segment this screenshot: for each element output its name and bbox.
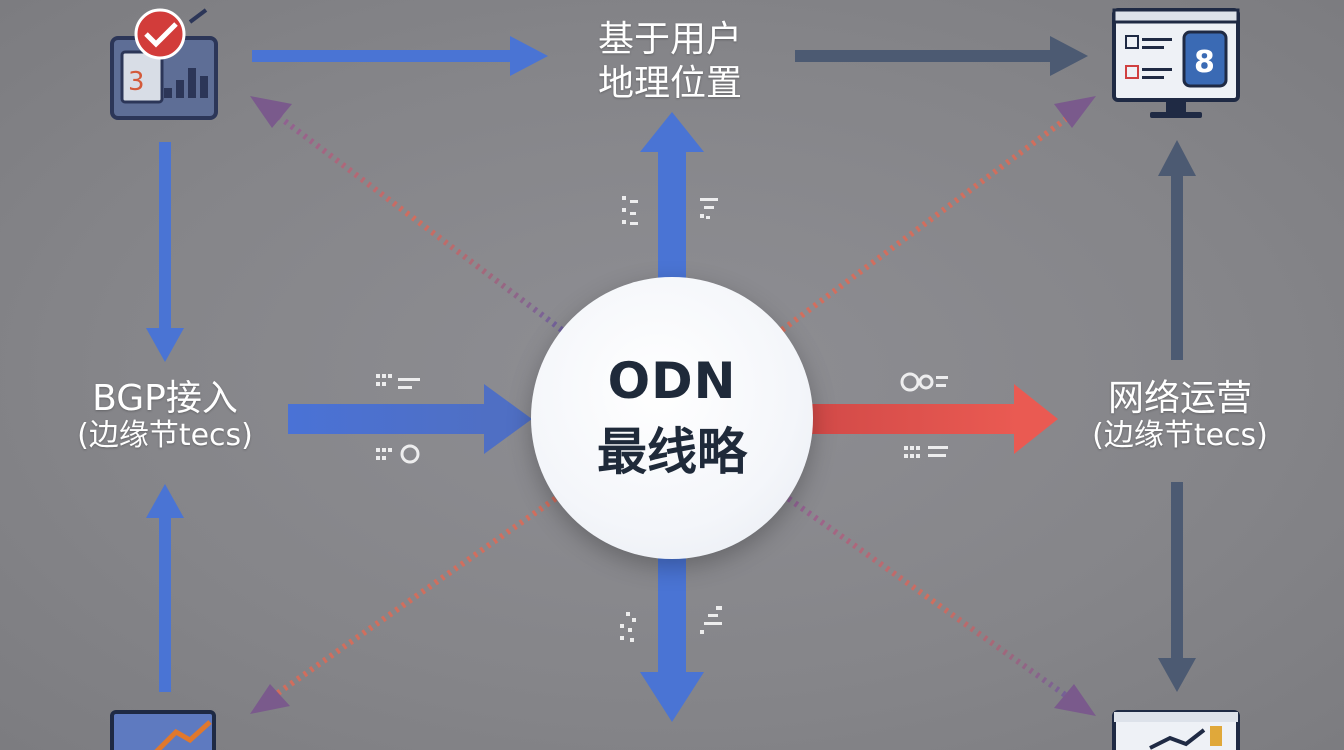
glyph-cluster-top-left	[622, 196, 638, 225]
monitor-chart-icon	[1112, 710, 1240, 750]
glyph-cluster-bottom-right	[700, 606, 722, 634]
calendar-chart-icon: 3	[110, 8, 218, 120]
diagonal-arrow-bottomleft	[250, 491, 564, 714]
arrow-topleft-down	[146, 142, 184, 362]
top-node-line1: 基于用户	[597, 19, 742, 60]
right-node-title: 网络运营	[1107, 378, 1252, 419]
glyph-cluster-right-upper	[900, 372, 948, 392]
calendar-number: 3	[128, 67, 145, 97]
chart-icon	[110, 710, 216, 750]
diagonal-arrow-bottomright	[780, 491, 1096, 716]
right-node-label: 网络运营 (边缘节tecs)	[1060, 378, 1300, 454]
arrow-left-to-center	[288, 384, 532, 454]
center-title: ODN	[607, 352, 737, 410]
arrow-bottomleft-up	[146, 484, 184, 692]
arrow-center-to-right	[812, 384, 1058, 454]
left-node-title: BGP接入	[92, 378, 238, 419]
right-node-subtitle: (边缘节tecs)	[1092, 418, 1268, 454]
glyph-cluster-right-lower	[904, 446, 948, 458]
diagonal-arrow-topright	[780, 96, 1096, 333]
glyph-cluster-bottom-left	[620, 612, 636, 642]
top-node-line2: 地理位置	[597, 63, 742, 104]
left-node-label: BGP接入 (边缘节tecs)	[40, 378, 290, 454]
glyph-cluster-left-upper	[376, 374, 420, 389]
glyph-cluster-top-right	[700, 198, 718, 219]
top-node-label: 基于用户 地理位置	[560, 18, 780, 106]
arrow-center-up	[640, 112, 704, 280]
center-node: ODN 最线略	[531, 277, 813, 559]
diagonal-arrow-topleft	[250, 96, 564, 333]
glyph-cluster-left-lower	[376, 444, 420, 464]
arrow-right-down	[1158, 482, 1196, 692]
arrow-right-up	[1158, 140, 1196, 360]
monitor-icon: 8	[1112, 8, 1240, 118]
arrow-center-down	[640, 556, 704, 722]
arrow-topleft-to-top	[252, 36, 548, 76]
arrow-top-to-topright	[795, 36, 1088, 76]
center-subtitle: 最线略	[597, 423, 747, 481]
monitor-badge-number: 8	[1194, 45, 1215, 80]
left-node-subtitle: (边缘节tecs)	[77, 418, 253, 454]
